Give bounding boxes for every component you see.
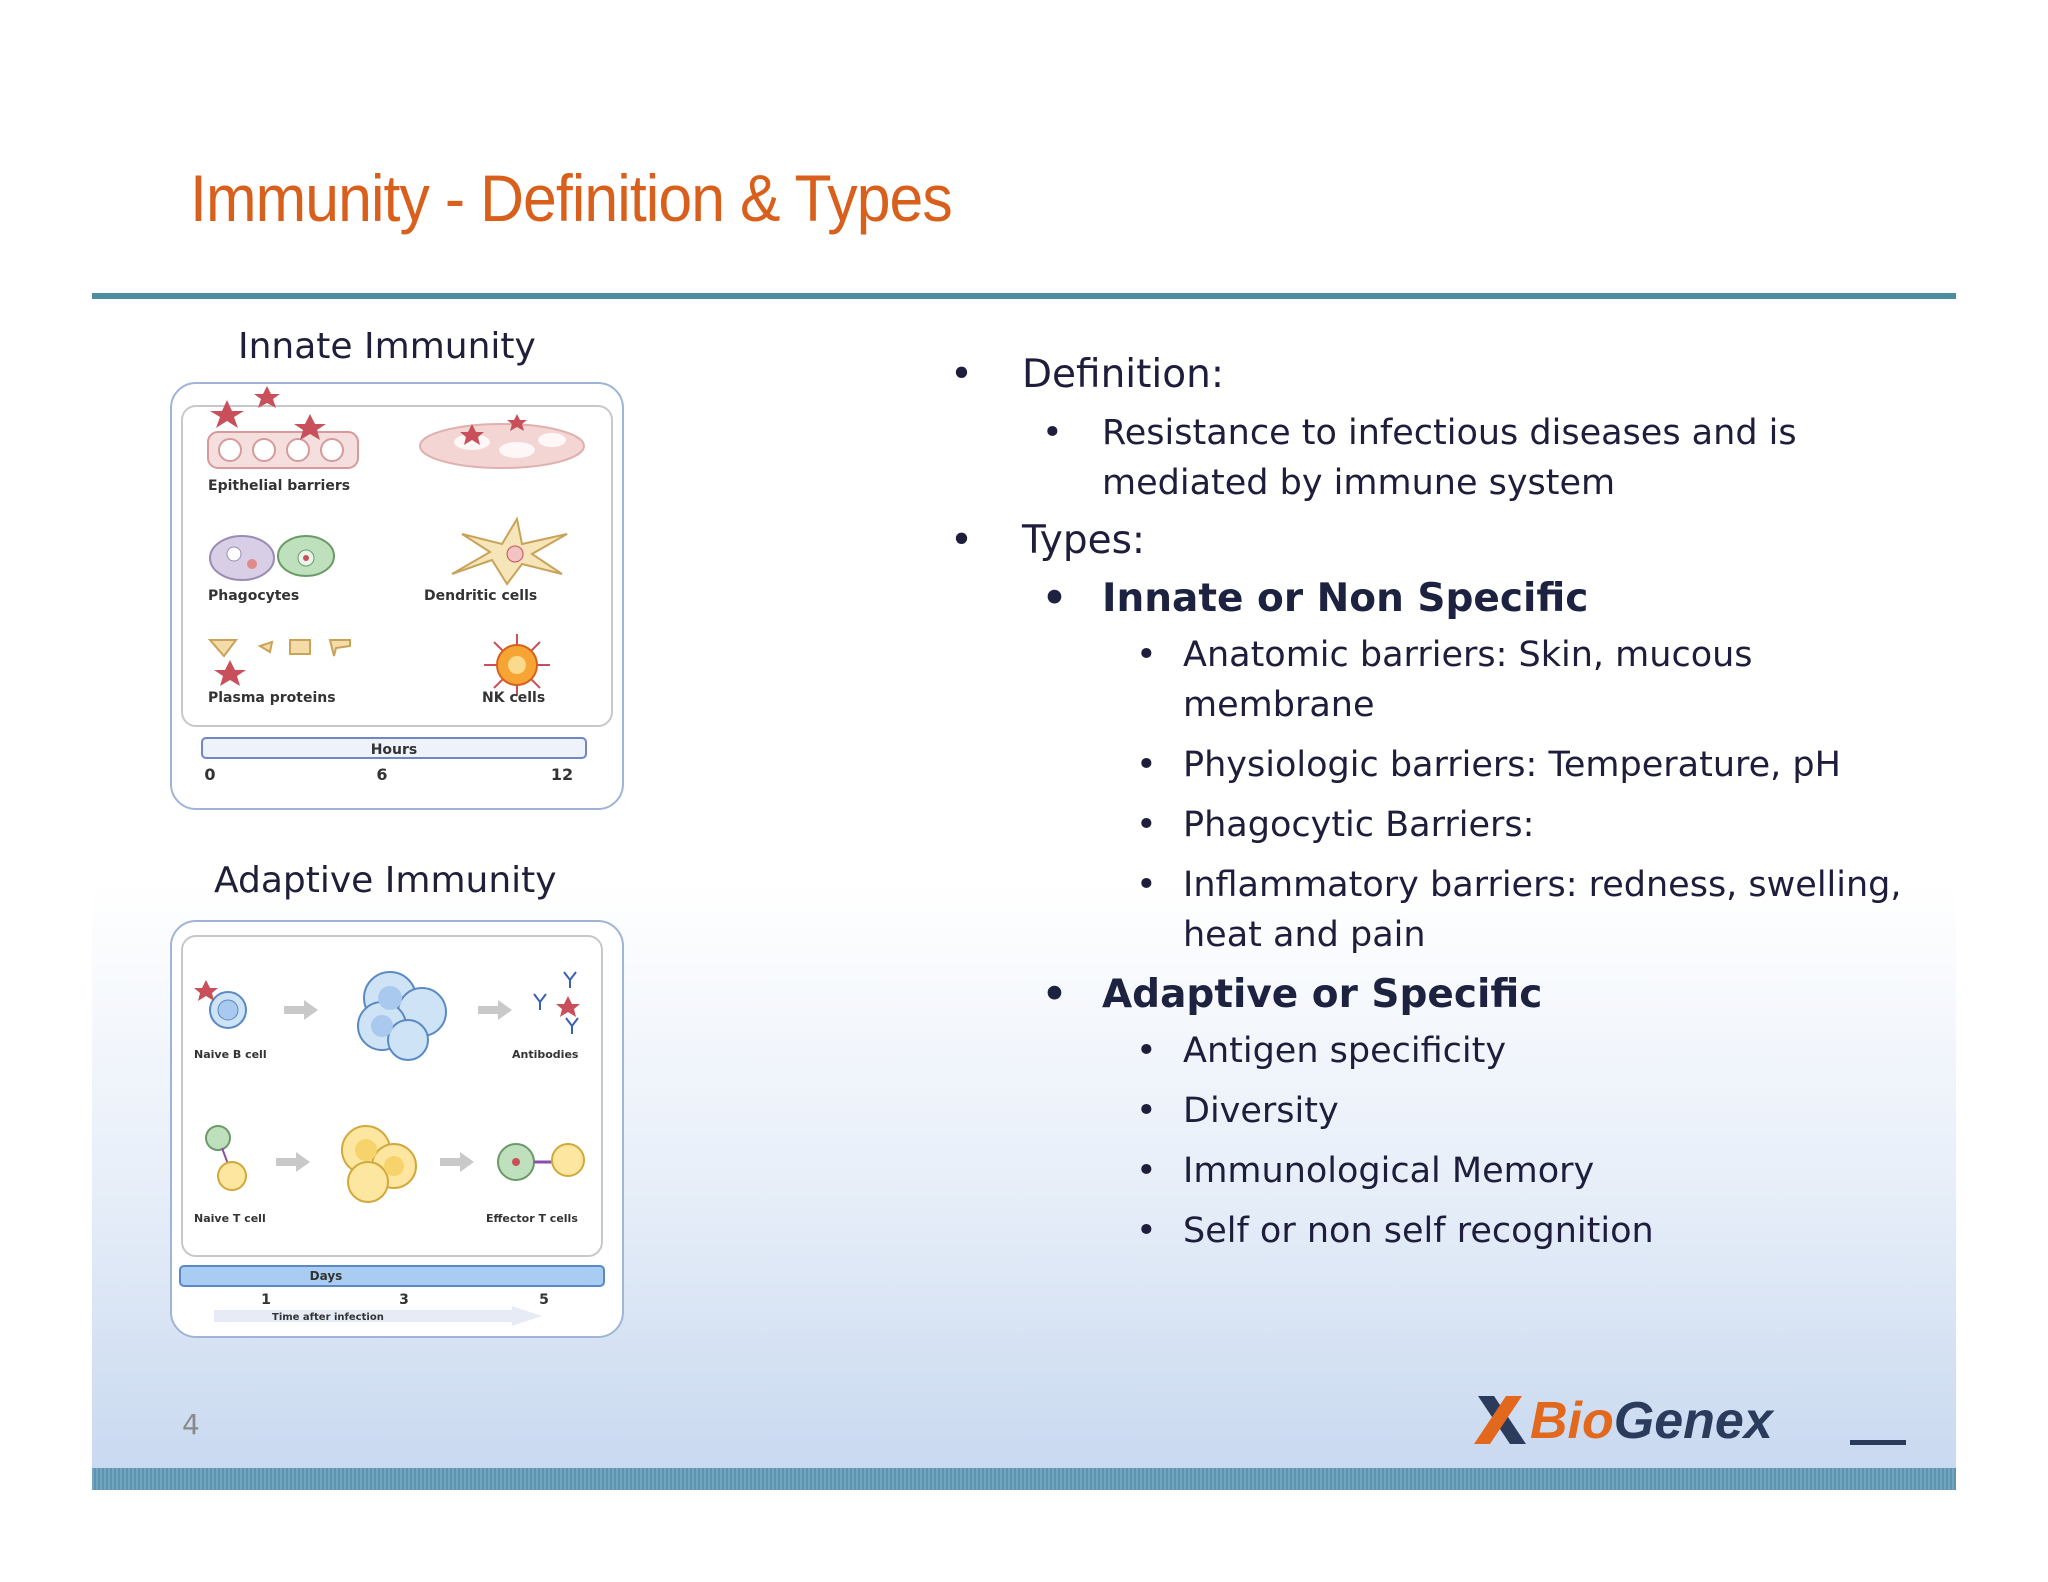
biogenex-x-icon bbox=[1474, 1396, 1526, 1444]
tick-5: 5 bbox=[539, 1292, 549, 1308]
adaptive-item-4-text: Self or non self recognition bbox=[1183, 1211, 1654, 1251]
adaptive-panel-label: Adaptive Immunity bbox=[214, 860, 557, 901]
caption-nk: NK cells bbox=[482, 690, 545, 706]
skin-layer-icon bbox=[419, 414, 585, 469]
epithelial-cells-icon bbox=[207, 386, 359, 469]
innate-heading: Innate or Non Specific bbox=[1102, 576, 1589, 621]
dendritic-cell-icon bbox=[451, 516, 568, 586]
adaptive-item-3: • Immunological Memory bbox=[940, 1146, 1940, 1196]
adaptive-item-4: • Self or non self recognition bbox=[940, 1206, 1940, 1256]
innate-item-2-text: Physiologic barriers: Temperature, pH bbox=[1183, 745, 1841, 785]
b-cell-cluster-icon bbox=[357, 971, 447, 1061]
caption-phagocytes: Phagocytes bbox=[208, 588, 299, 604]
bullet-adaptive: • Adaptive or Specific bbox=[940, 970, 1940, 1020]
plasma-proteins-icon bbox=[207, 639, 351, 686]
innate-item-2: • Physiologic barriers: Temperature, pH bbox=[940, 740, 1940, 790]
innate-item-3-text: Phagocytic Barriers: bbox=[1183, 805, 1535, 845]
bullet-definition-text: • Resistance to infectious diseases and … bbox=[940, 408, 1940, 508]
timeline-hours-label: Hours bbox=[371, 742, 418, 758]
biogenex-logo: BioGenex bbox=[1474, 1392, 1906, 1450]
time-arrow bbox=[214, 1306, 542, 1326]
naive-b-cell-icon bbox=[194, 980, 247, 1029]
caption-epithelial: Epithelial barriers bbox=[208, 478, 350, 494]
naive-t-cell-icon bbox=[205, 1125, 247, 1191]
bullet-dot: • bbox=[1136, 745, 1157, 785]
bullet-dot: • bbox=[1136, 635, 1157, 675]
bullet-dot: • bbox=[950, 352, 974, 397]
adaptive-heading: Adaptive or Specific bbox=[1102, 972, 1543, 1017]
caption-effector-t-cells: Effector T cells bbox=[486, 1212, 578, 1225]
innate-item-1: • Anatomic barriers: Skin, mucous membra… bbox=[940, 630, 1940, 730]
bullet-dot: • bbox=[1042, 972, 1067, 1017]
caption-antibodies: Antibodies bbox=[512, 1048, 579, 1061]
bullet-dot: • bbox=[1136, 1151, 1157, 1191]
bullet-dot: • bbox=[1136, 1211, 1157, 1251]
bullet-dot: • bbox=[950, 518, 974, 563]
types-heading: Types: bbox=[1022, 518, 1146, 563]
innate-panel-label: Innate Immunity bbox=[238, 326, 536, 367]
definition-text-line-2: mediated by immune system bbox=[1102, 463, 1616, 503]
definition-text-line-1: Resistance to infectious diseases and is bbox=[1102, 413, 1797, 453]
antibodies-icon bbox=[533, 971, 580, 1034]
caption-naive-b-cell: Naive B cell bbox=[194, 1048, 267, 1061]
page-number: 4 bbox=[182, 1408, 200, 1441]
innate-item-4-line-2: heat and pain bbox=[1183, 915, 1426, 955]
t-cell-cluster-icon bbox=[341, 1125, 417, 1203]
innate-item-4: • Inflammatory barriers: redness, swelli… bbox=[940, 860, 1940, 960]
bullet-dot: • bbox=[1042, 413, 1063, 453]
adaptive-item-2-text: Diversity bbox=[1183, 1091, 1339, 1131]
adaptive-item-2: • Diversity bbox=[940, 1086, 1940, 1136]
time-after-infection-label: Time after infection bbox=[272, 1312, 384, 1323]
adaptive-item-1: • Antigen specificity bbox=[940, 1026, 1940, 1076]
footer-bar bbox=[92, 1468, 1956, 1490]
caption-plasma: Plasma proteins bbox=[208, 690, 336, 706]
bullet-dot: • bbox=[1136, 1091, 1157, 1131]
arrow-icon bbox=[478, 1000, 512, 1020]
nk-cell-icon bbox=[484, 634, 550, 696]
bullet-types: • Types: bbox=[940, 516, 1940, 566]
innate-item-1-line-1: Anatomic barriers: Skin, mucous bbox=[1183, 635, 1753, 675]
innate-immunity-figure: Epithelial barriers Phagocytes Dendritic… bbox=[170, 382, 624, 810]
timeline-days-label: Days bbox=[310, 1269, 343, 1283]
innate-item-1-line-2: membrane bbox=[1183, 685, 1375, 725]
bullet-dot: • bbox=[1136, 1031, 1157, 1071]
tick-0: 0 bbox=[204, 765, 215, 784]
adaptive-item-1-text: Antigen specificity bbox=[1183, 1031, 1507, 1071]
bullet-dot: • bbox=[1136, 865, 1157, 905]
hours-bar bbox=[201, 737, 587, 759]
content-bullets: • Definition: • Resistance to infectious… bbox=[940, 350, 1940, 1266]
definition-heading: Definition: bbox=[1022, 352, 1224, 397]
phagocytes-icon bbox=[209, 535, 335, 581]
slide-title: Immunity - Definition & Types bbox=[190, 161, 953, 235]
bullet-definition: • Definition: bbox=[940, 350, 1940, 400]
effector-t-cells-icon bbox=[497, 1143, 585, 1181]
tick-12: 12 bbox=[551, 765, 573, 784]
tick-3: 3 bbox=[399, 1292, 409, 1308]
caption-dendritic: Dendritic cells bbox=[424, 588, 537, 604]
innate-item-4-line-1: Inflammatory barriers: redness, swelling… bbox=[1183, 865, 1902, 905]
innate-item-3: • Phagocytic Barriers: bbox=[940, 800, 1940, 850]
caption-naive-t-cell: Naive T cell bbox=[194, 1212, 266, 1225]
logo-underline bbox=[1850, 1440, 1906, 1445]
title-rule bbox=[92, 293, 1956, 299]
logo-text: BioGenex bbox=[1530, 1392, 1775, 1450]
tick-6: 6 bbox=[376, 765, 387, 784]
bullet-dot: • bbox=[1136, 805, 1157, 845]
arrow-icon bbox=[440, 1152, 474, 1172]
adaptive-immunity-figure: Naive B cell Antibodies bbox=[170, 920, 624, 1338]
arrow-icon bbox=[276, 1152, 310, 1172]
bullet-innate: • Innate or Non Specific bbox=[940, 574, 1940, 624]
bullet-dot: • bbox=[1042, 576, 1067, 621]
arrow-icon bbox=[284, 1000, 318, 1020]
adaptive-item-3-text: Immunological Memory bbox=[1183, 1151, 1595, 1191]
days-bar bbox=[179, 1265, 605, 1287]
tick-1: 1 bbox=[261, 1292, 271, 1308]
